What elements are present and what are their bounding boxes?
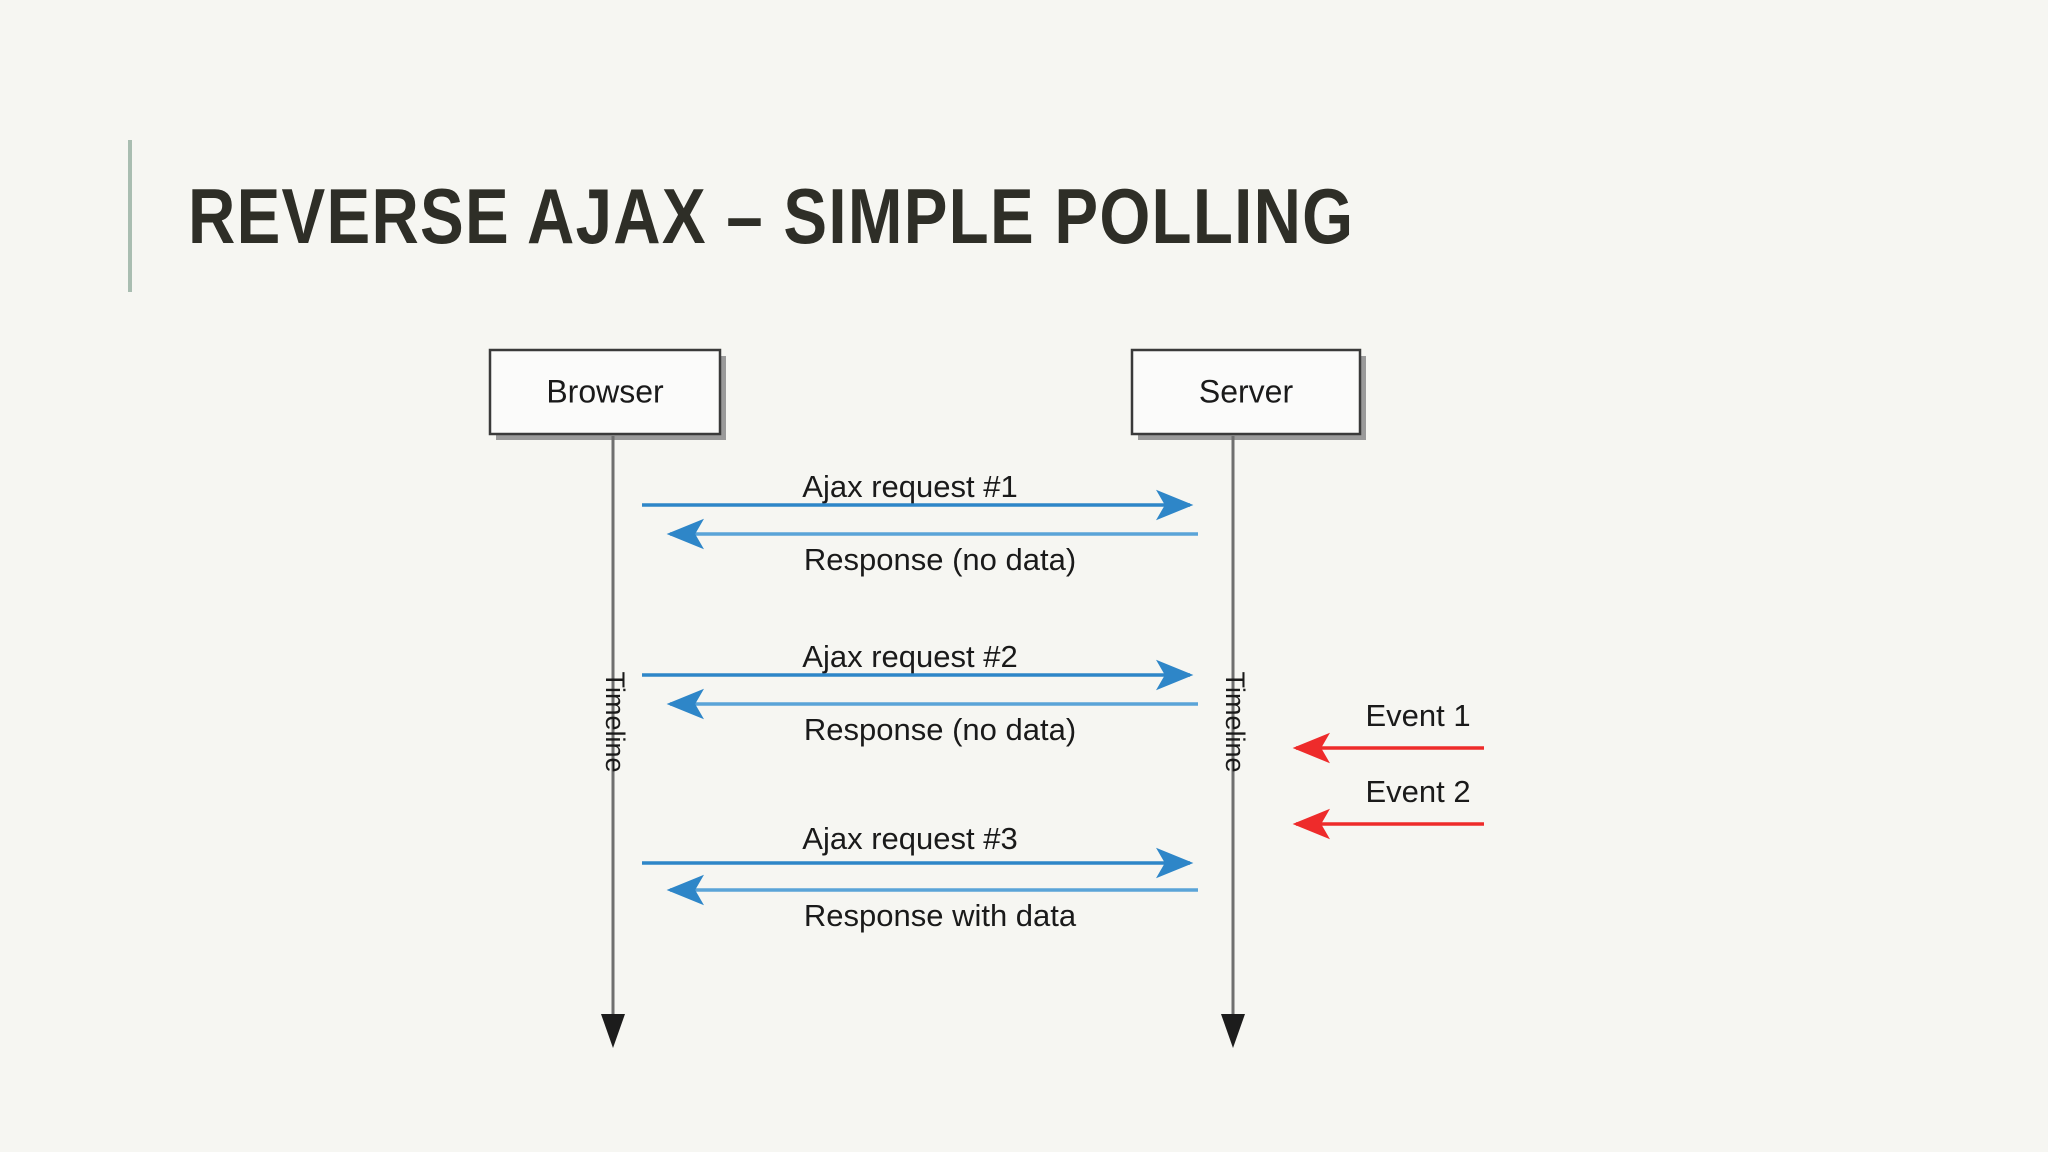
message-label-resp1: Response (no data)	[804, 542, 1076, 577]
browser-lifeline-arrowhead	[601, 1014, 625, 1048]
server-box-label: Server	[1199, 373, 1294, 409]
event-group-2: Event 2	[1292, 774, 1484, 840]
message-label-resp3: Response with data	[804, 898, 1077, 933]
participant-server: Server Timeline	[1130, 348, 1366, 1048]
message-label-req3: Ajax request #3	[802, 821, 1017, 856]
message-group-1: Ajax request #1 Response (no data)	[642, 469, 1198, 577]
browser-box-label: Browser	[546, 373, 664, 409]
message-group-3: Ajax request #3 Response with data	[642, 821, 1198, 933]
slide-title-block: Reverse Ajax – Simple polling	[128, 140, 1577, 292]
server-timeline-label: Timeline	[1220, 671, 1250, 772]
browser-timeline-label: Timeline	[600, 671, 630, 772]
title-accent-bar	[128, 140, 132, 292]
message-group-2: Ajax request #2 Response (no data)	[642, 639, 1198, 747]
message-label-req2: Ajax request #2	[802, 639, 1017, 674]
message-label-resp2: Response (no data)	[804, 712, 1076, 747]
event-label-2: Event 2	[1365, 774, 1470, 809]
participant-browser: Browser Timeline	[488, 348, 726, 1048]
server-box[interactable]	[1130, 348, 1362, 436]
event-group-1: Event 1	[1292, 698, 1484, 764]
message-label-req1: Ajax request #1	[802, 469, 1017, 504]
browser-box[interactable]	[488, 348, 722, 436]
server-lifeline-arrowhead	[1221, 1014, 1245, 1048]
event-label-1: Event 1	[1365, 698, 1470, 733]
page-title: Reverse Ajax – Simple polling	[188, 172, 1355, 260]
